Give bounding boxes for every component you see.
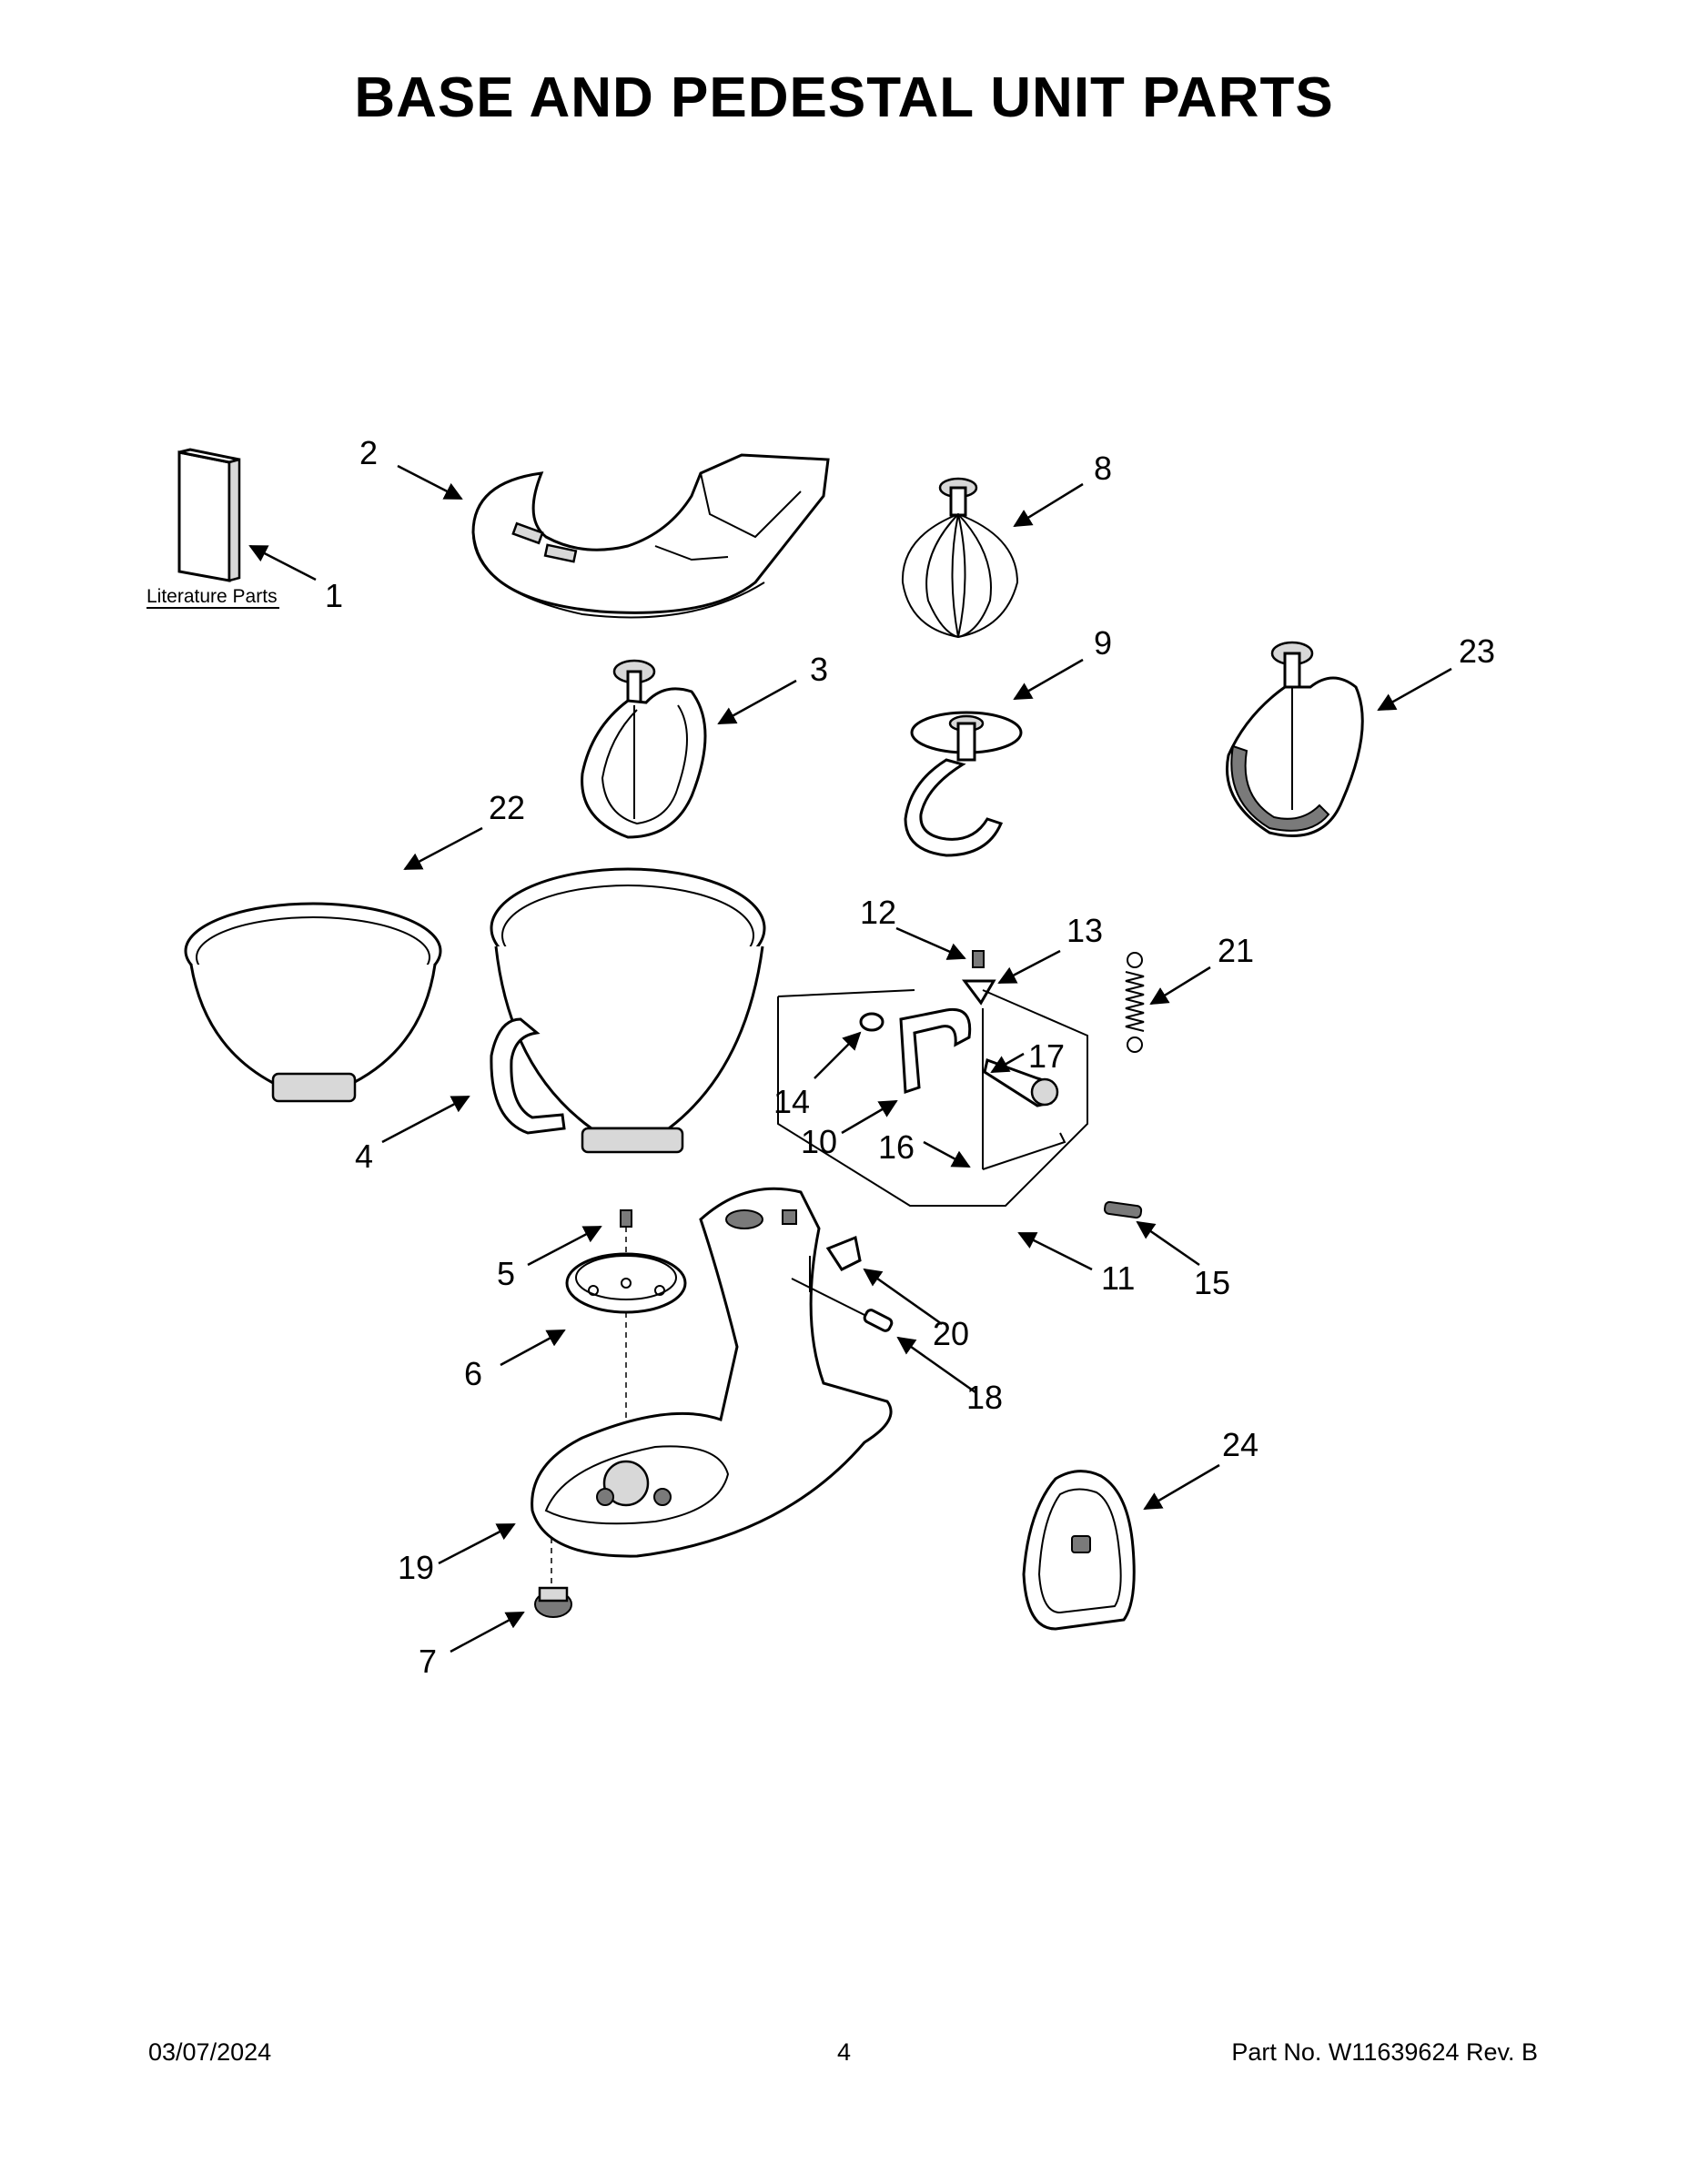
page-title: BASE AND PEDESTAL UNIT PARTS (354, 66, 1334, 129)
callout-10: 10 (801, 1123, 837, 1160)
callout-4: 4 (355, 1138, 373, 1175)
badge (1022, 1470, 1136, 1631)
callout-16: 16 (878, 1128, 915, 1166)
callout-19: 19 (398, 1549, 434, 1586)
screw-and-cam (962, 950, 996, 1006)
callout-18: 18 (966, 1379, 1003, 1416)
callout-23: 23 (1459, 632, 1495, 670)
dough-hook (904, 711, 1023, 857)
callout-22: 22 (489, 789, 525, 826)
callout-2: 2 (359, 434, 378, 471)
callout-11: 11 (1101, 1259, 1135, 1297)
stand-base (531, 1187, 893, 1558)
callout-6: 6 (464, 1355, 482, 1392)
rubber-foot (534, 1538, 572, 1618)
wire-whip (901, 477, 1019, 639)
callout-12: 12 (860, 894, 896, 931)
leader-arrows (248, 464, 1452, 1653)
literature-parts-label: Literature Parts (147, 586, 278, 607)
bowl-lift-assembly (777, 989, 1143, 1219)
flat-beater (581, 659, 707, 839)
callout-5: 5 (497, 1255, 515, 1292)
mixing-bowl-plain (184, 902, 442, 1103)
literature-booklet (177, 448, 241, 582)
callout-9: 9 (1094, 624, 1112, 662)
footer-part-number: Part No. W11639624 Rev. B (1231, 2038, 1538, 2066)
mixing-bowl-with-handle (490, 867, 766, 1154)
pouring-shield (471, 453, 830, 619)
callout-3: 3 (810, 651, 828, 688)
trim-plate-and-screw (565, 1209, 687, 1456)
callout-17: 17 (1028, 1037, 1065, 1075)
latch-and-pin (791, 1235, 894, 1332)
callout-15: 15 (1194, 1264, 1230, 1301)
footer-page-number: 4 (836, 2038, 852, 2066)
spring (1125, 952, 1145, 1053)
callout-13: 13 (1066, 912, 1103, 949)
callout-1: 1 (325, 577, 343, 614)
callout-14: 14 (773, 1083, 810, 1120)
callout-21: 21 (1218, 932, 1254, 969)
footer-date: 03/07/2024 (148, 2038, 272, 2066)
callout-24: 24 (1222, 1426, 1258, 1463)
callout-7: 7 (419, 1643, 437, 1680)
flex-edge-beater (1226, 641, 1364, 837)
callout-8: 8 (1094, 450, 1112, 487)
